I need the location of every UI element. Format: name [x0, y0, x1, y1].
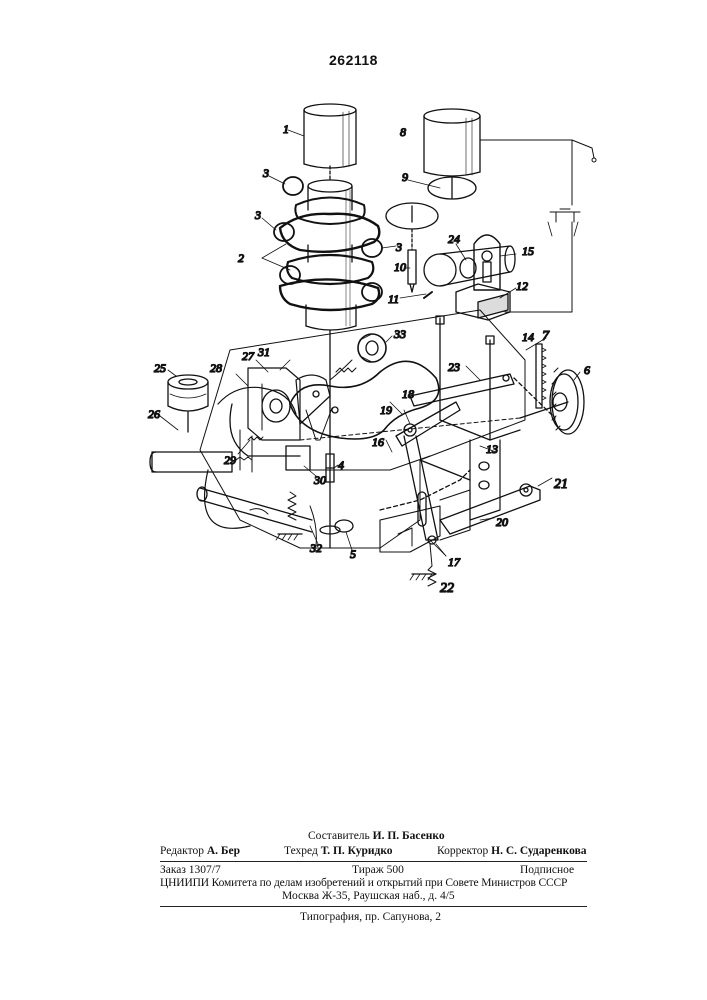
label-33: 33	[393, 327, 406, 341]
order-number: Заказ 1307/7	[160, 864, 221, 876]
shaft-assembly	[424, 235, 515, 320]
label-21: 21	[554, 477, 568, 492]
label-11: 11	[388, 292, 399, 306]
disc-5	[320, 520, 353, 534]
motor-1	[304, 104, 356, 168]
cam-plate	[290, 361, 439, 439]
editor-line: Редактор А. Бер	[160, 845, 240, 857]
label-19: 19	[380, 403, 392, 417]
compiler-name: И. П. Басенко	[373, 830, 445, 842]
carriage-27-31	[230, 368, 300, 472]
printing-house: Типография, пр. Сапунова, 2	[300, 911, 441, 923]
compiler-line: Составитель И. П. Басенко	[308, 830, 445, 842]
divider-top	[160, 861, 587, 862]
label-6: 6	[584, 363, 590, 377]
label-9: 9	[402, 170, 408, 184]
subscription: Подписное	[520, 864, 574, 876]
corrector-role: Корректор	[437, 845, 488, 857]
label-10: 10	[394, 260, 406, 274]
ratchet-6	[520, 368, 584, 434]
disc-I	[386, 203, 438, 229]
leader-lines	[160, 130, 580, 556]
motor-25	[168, 375, 208, 432]
label-23: 23	[448, 360, 460, 374]
label-17: 17	[448, 555, 461, 569]
label-31: 31	[257, 345, 270, 359]
lever-20	[440, 484, 540, 534]
label-22: 22	[440, 581, 454, 596]
compiler-role: Составитель	[308, 830, 370, 842]
label-26: 26	[148, 407, 160, 421]
techred-line: Техред Т. П. Куридко	[284, 845, 393, 857]
label-1: 1	[283, 122, 289, 136]
divider-bottom	[160, 906, 587, 907]
corrector-line: Корректор Н. С. Сударенкова	[437, 845, 587, 857]
label-5: 5	[350, 547, 356, 561]
rod-10	[408, 250, 416, 292]
label-3b: 3	[254, 208, 261, 222]
techred-role: Техред	[284, 845, 318, 857]
label-16: 16	[372, 435, 384, 449]
label-8: 8	[400, 125, 406, 139]
editor-role: Редактор	[160, 845, 204, 857]
label-15: 15	[522, 244, 534, 258]
motor-8	[424, 109, 480, 199]
label-2: 2	[238, 251, 244, 265]
label-25: 25	[154, 361, 166, 375]
label-13: 13	[486, 442, 498, 456]
label-32: 32	[309, 541, 322, 555]
roller-33	[330, 334, 386, 380]
label-28: 28	[210, 361, 222, 375]
rack-7	[536, 344, 546, 408]
label-3a: 3	[262, 166, 269, 180]
label-29: 29	[224, 453, 236, 467]
techred-name: Т. П. Куридко	[321, 845, 393, 857]
label-12: 12	[516, 279, 528, 293]
label-4: 4	[338, 458, 344, 472]
label-14: 14	[522, 330, 534, 344]
address: Москва Ж-35, Раушская наб., д. 4/5	[282, 890, 455, 902]
label-27: 27	[242, 349, 255, 363]
label-20: 20	[496, 515, 508, 529]
circulation: Тираж 500	[352, 864, 404, 876]
label-3c: 3	[395, 240, 402, 254]
editor-name: А. Бер	[207, 845, 240, 857]
lever-23	[410, 374, 555, 418]
corrector-name: Н. С. Сударенкова	[491, 845, 586, 857]
label-24: 24	[448, 232, 460, 246]
institute: ЦНИИПИ Комитета по делам изобретений и о…	[160, 877, 567, 889]
cam-stack-2	[274, 177, 382, 330]
label-30: 30	[313, 473, 326, 487]
label-18: 18	[402, 387, 414, 401]
label-7: 7	[542, 329, 550, 344]
